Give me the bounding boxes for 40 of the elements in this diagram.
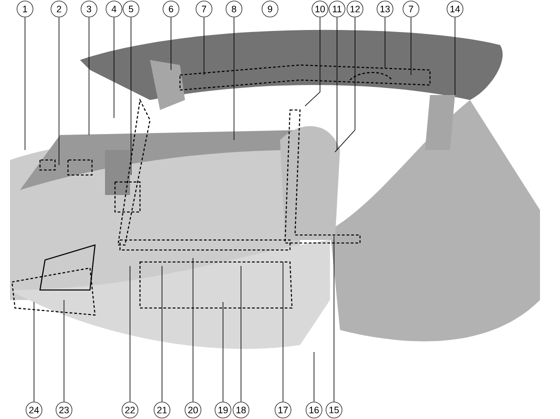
callout-number: 11 (328, 0, 346, 18)
leader-line (192, 258, 194, 402)
leader-line (170, 16, 172, 70)
callout-number: 20 (184, 402, 202, 418)
callout-number: 23 (56, 402, 72, 418)
callout-number: 13 (376, 0, 394, 18)
callout-number: 10 (312, 0, 328, 18)
callout-number: 17 (274, 402, 292, 418)
callout-number: 5 (122, 0, 140, 18)
callout-number: 12 (346, 0, 364, 18)
leader-line (304, 16, 320, 106)
callout-number: 9 (262, 0, 278, 18)
callout-number: 7 (402, 0, 420, 18)
callout-number: 6 (162, 0, 180, 18)
leader-line (58, 16, 60, 166)
leader-line (222, 302, 224, 402)
leader-line (410, 16, 412, 76)
leader-line (130, 16, 132, 176)
leader-line (88, 16, 90, 136)
leader-line (240, 266, 242, 402)
leader-line (334, 16, 356, 152)
callout-number: 8 (226, 0, 242, 18)
callout-number: 15 (326, 402, 342, 418)
callout-number: 19 (214, 402, 232, 418)
callout-number: 16 (306, 402, 322, 418)
callout-number: 1 (16, 0, 34, 18)
leader-line (454, 16, 456, 96)
leader-line (282, 262, 284, 402)
callout-number: 24 (26, 402, 42, 418)
leader-line (384, 16, 386, 68)
callout-number: 22 (122, 402, 138, 418)
callout-number: 18 (232, 402, 250, 418)
callout-number: 7 (196, 0, 212, 18)
leader-line (24, 16, 26, 150)
leader-line (336, 16, 338, 150)
callout-number: 4 (106, 0, 122, 18)
callout-number: 14 (446, 0, 464, 18)
callout-number: 2 (50, 0, 68, 18)
callout-number: 3 (80, 0, 98, 18)
callout-number: 21 (154, 402, 170, 418)
